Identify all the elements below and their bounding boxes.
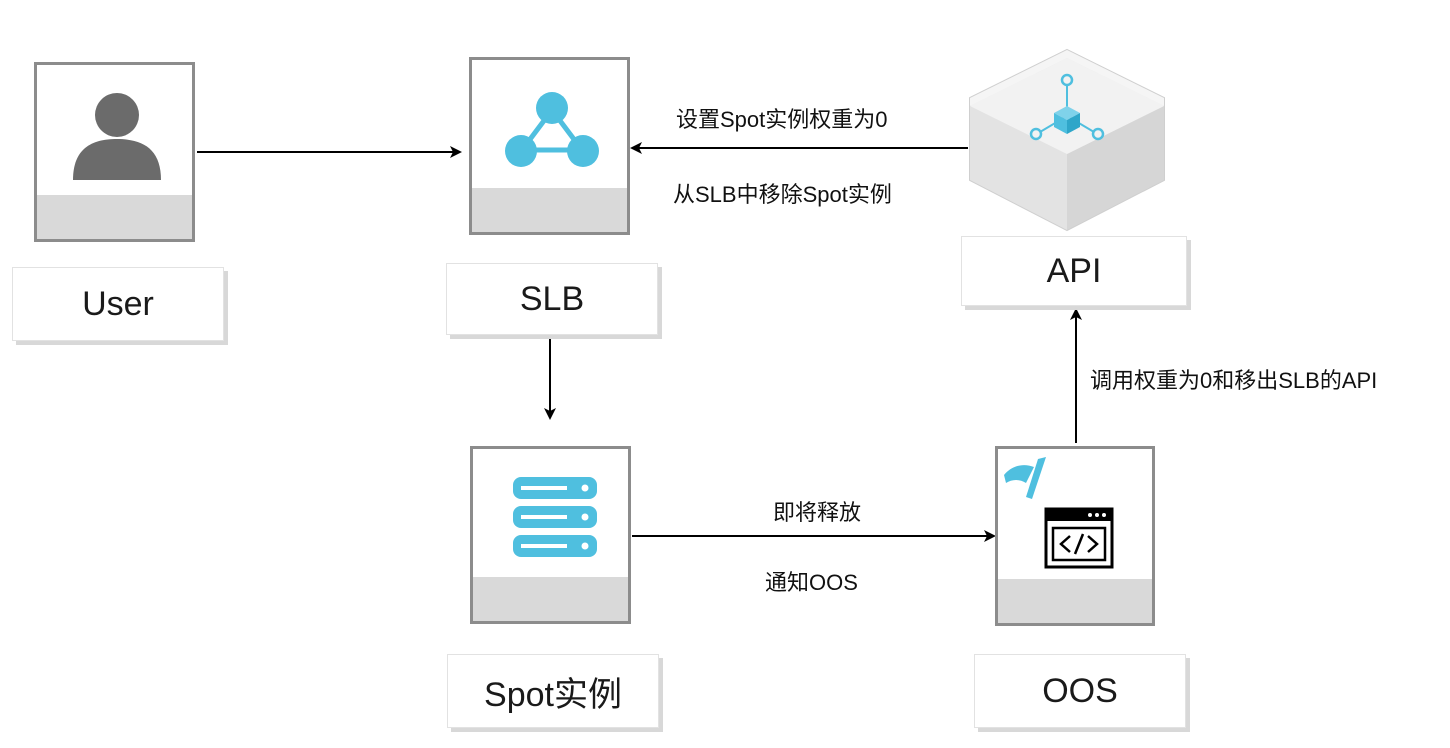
oos-label: OOS xyxy=(974,654,1186,728)
spot-label-text: Spot实例 xyxy=(484,675,622,714)
user-label-text: User xyxy=(82,284,154,323)
oos-node-strip xyxy=(998,579,1152,623)
user-label: User xyxy=(12,267,224,341)
oos-badge-icon xyxy=(1004,457,1046,499)
api-cube-icon xyxy=(1029,73,1105,141)
spot-node-strip xyxy=(473,577,628,621)
spot-node[interactable] xyxy=(470,446,631,624)
api-label: API xyxy=(961,236,1187,306)
api-node[interactable] xyxy=(964,46,1170,234)
edge-label-notify-oos: 通知OOS xyxy=(765,570,858,595)
edge-label-about-to-release: 即将释放 xyxy=(773,500,862,525)
edge-label-set-weight: 设置Spot实例权重为0 xyxy=(676,107,888,132)
oos-node[interactable] xyxy=(995,446,1155,626)
user-node[interactable] xyxy=(34,62,195,242)
server-stack-icon xyxy=(513,477,597,557)
slb-label-text: SLB xyxy=(519,279,585,318)
load-balancer-icon xyxy=(505,92,599,167)
api-label-text: API xyxy=(1046,251,1102,290)
slb-node-strip xyxy=(472,188,627,232)
slb-label: SLB xyxy=(446,263,658,335)
oos-label-text: OOS xyxy=(1042,671,1118,710)
spot-label: Spot实例 xyxy=(447,654,659,728)
code-window-icon xyxy=(1044,507,1114,569)
edge-label-remove-from-slb: 从SLB中移除Spot实例 xyxy=(673,182,892,207)
user-node-strip xyxy=(37,195,192,239)
slb-node[interactable] xyxy=(469,57,630,235)
edge-label-call-api: 调用权重为0和移出SLB的API xyxy=(1090,368,1378,393)
person-icon xyxy=(73,93,161,180)
